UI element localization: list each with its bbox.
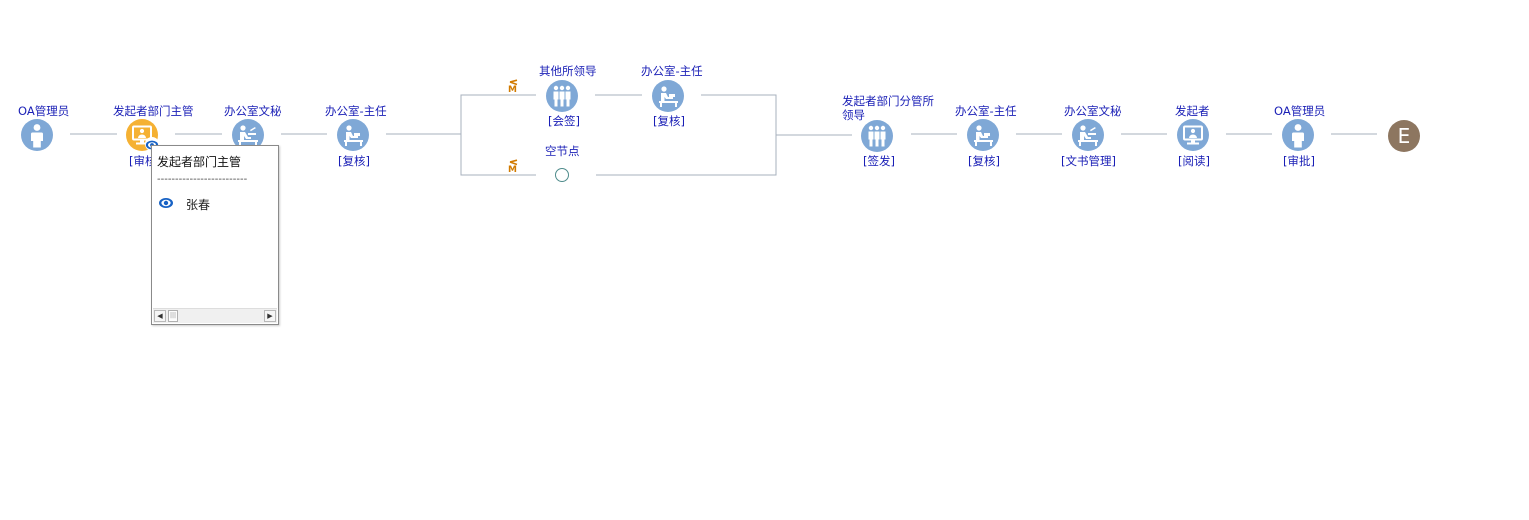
node-button[interactable] bbox=[1072, 119, 1104, 151]
handler-name: 张春 bbox=[186, 198, 211, 212]
monitor-person-icon bbox=[1177, 119, 1209, 151]
node-title: 发起者部门主管 bbox=[113, 104, 194, 118]
node-button[interactable] bbox=[337, 119, 369, 151]
popup-title: 发起者部门主管 bbox=[157, 155, 242, 169]
desk-worker-icon bbox=[337, 119, 369, 151]
node-role: [复核] bbox=[338, 154, 370, 168]
node-title: 其他所领导 bbox=[539, 64, 597, 78]
end-node[interactable]: E bbox=[1388, 120, 1420, 152]
node-title: 空节点 bbox=[545, 144, 580, 158]
scroll-thumb[interactable]: ||| bbox=[168, 310, 178, 322]
desk-worker-icon bbox=[652, 80, 684, 112]
person-icon bbox=[1282, 119, 1314, 151]
node-title: OA管理员 bbox=[1274, 104, 1326, 118]
scroll-left-button[interactable]: ◀ bbox=[154, 310, 166, 322]
branch-marker-icon[interactable] bbox=[506, 157, 522, 173]
node-role: [会签] bbox=[548, 114, 580, 128]
person-icon bbox=[21, 119, 53, 151]
node-title: 发起者 bbox=[1175, 104, 1210, 118]
node-button[interactable] bbox=[652, 80, 684, 112]
group-icon bbox=[546, 80, 578, 112]
node-button[interactable] bbox=[1177, 119, 1209, 151]
node-button[interactable] bbox=[861, 120, 893, 152]
node-button[interactable] bbox=[967, 119, 999, 151]
node-title: 办公室-主任 bbox=[955, 104, 1017, 118]
node-title: 办公室-主任 bbox=[325, 104, 387, 118]
node-role: [文书管理] bbox=[1061, 154, 1116, 168]
node-title: 发起者部门分管所领导 bbox=[842, 94, 934, 122]
node-role: [审批] bbox=[1283, 154, 1315, 168]
popup-list-item[interactable]: 张春 bbox=[158, 195, 268, 212]
group-icon bbox=[861, 120, 893, 152]
node-title: 办公室-主任 bbox=[641, 64, 703, 78]
handler-popup: 发起者部门主管 ------------------------- 张春 ◀ |… bbox=[151, 145, 279, 325]
node-role: [阅读] bbox=[1178, 154, 1210, 168]
node-title: 办公室文秘 bbox=[1064, 104, 1122, 118]
eye-icon bbox=[158, 195, 174, 211]
popup-divider: ------------------------- bbox=[157, 174, 248, 185]
node-button[interactable] bbox=[546, 80, 578, 112]
empty-node-icon[interactable] bbox=[555, 168, 569, 182]
branch-marker-icon[interactable] bbox=[506, 77, 522, 93]
node-role: [复核] bbox=[968, 154, 1000, 168]
node-title: 办公室文秘 bbox=[224, 104, 282, 118]
node-role: [复核] bbox=[653, 114, 685, 128]
node-button[interactable] bbox=[1282, 119, 1314, 151]
desk-worker-icon bbox=[967, 119, 999, 151]
node-role: [签发] bbox=[863, 154, 895, 168]
scroll-right-button[interactable]: ▶ bbox=[264, 310, 276, 322]
horizontal-scrollbar[interactable]: ◀ ||| ▶ bbox=[153, 308, 277, 323]
node-button[interactable] bbox=[21, 119, 53, 151]
desk-writer-icon bbox=[1072, 119, 1104, 151]
branch-split bbox=[460, 94, 536, 176]
node-title: OA管理员 bbox=[18, 104, 70, 118]
branch-join bbox=[596, 94, 777, 176]
